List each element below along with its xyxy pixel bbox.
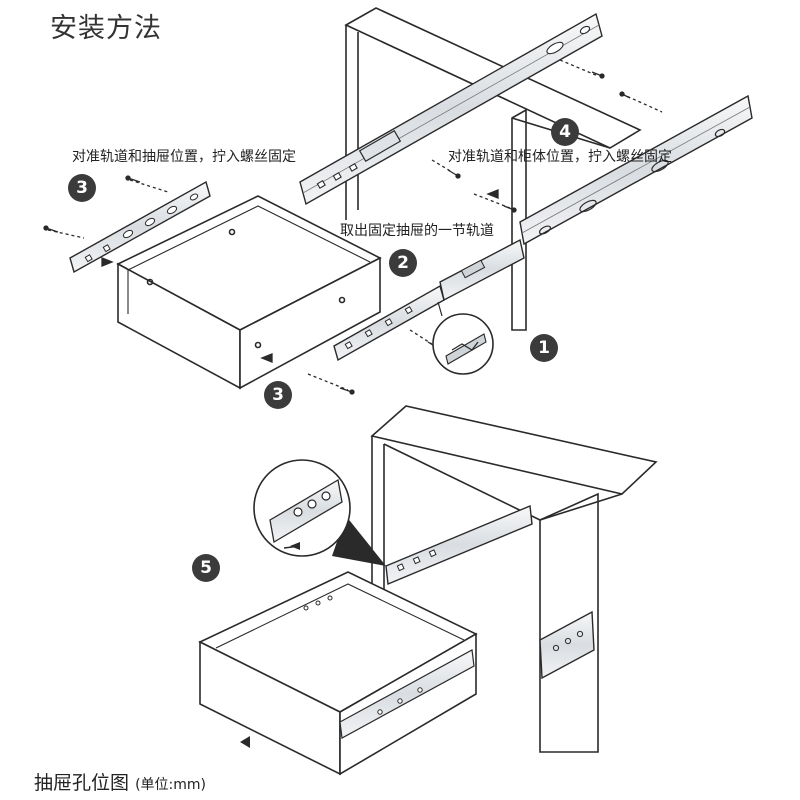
rail-assembly-top <box>299 12 603 206</box>
step-badge-1: 1 <box>530 334 558 362</box>
step-badge-4: 4 <box>551 118 579 146</box>
instruction-align-drawer: 对准轨道和抽屉位置，拧入螺丝固定 <box>72 149 296 165</box>
magnifier-rail-detail <box>253 459 386 566</box>
cabinet-bracket-right <box>539 610 595 680</box>
drawer-box-bottom <box>198 571 478 776</box>
step-badge-2: 2 <box>389 249 417 277</box>
page-title: 安装方法 <box>50 13 162 44</box>
rail-drawer-side <box>69 180 211 274</box>
arrow-marker <box>240 736 250 748</box>
cabinet-rail-bottom <box>385 504 533 586</box>
rail-removed-piece <box>333 284 445 362</box>
footer-main: 抽屉孔位图 <box>34 772 130 794</box>
cabinet-rail-long <box>519 94 753 246</box>
cabinet-top <box>344 7 642 331</box>
footer-unit: (单位:mm) <box>135 777 206 793</box>
step-badge-3: 3 <box>68 174 96 202</box>
step-badge-5: 5 <box>192 554 220 582</box>
instruction-align-cabinet: 对准轨道和柜体位置，拧入螺丝固定 <box>448 149 672 165</box>
footer-caption: 抽屉孔位图 (单位:mm) <box>34 768 206 795</box>
instruction-remove-rail: 取出固定抽屉的一节轨道 <box>340 223 494 239</box>
step-badge-3-lower: 3 <box>264 381 292 409</box>
cabinet-bottom <box>370 405 658 753</box>
magnifier-release-lever <box>432 301 494 375</box>
drawer-box-top <box>116 195 382 390</box>
